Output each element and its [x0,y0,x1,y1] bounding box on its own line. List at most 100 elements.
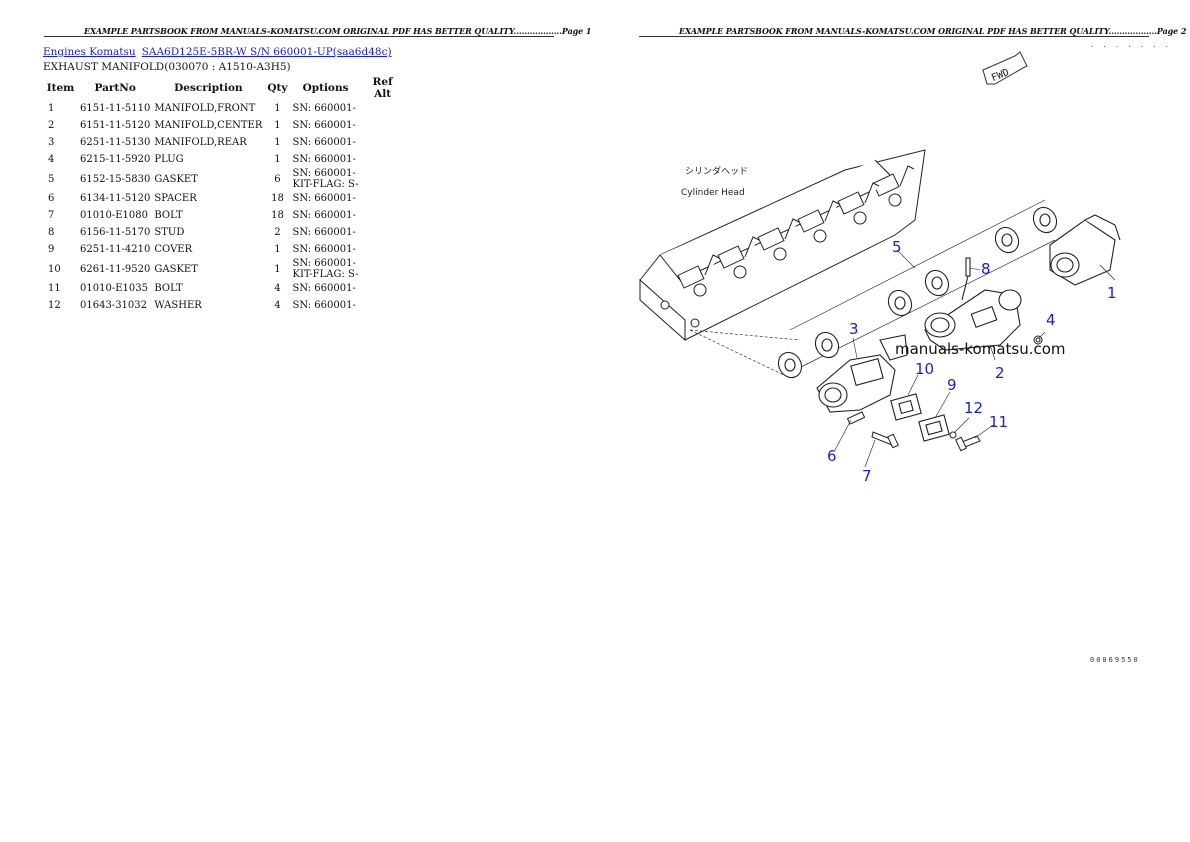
cell-partno: 01010-E1035 [80,283,148,294]
cell-qty: 4 [274,300,281,311]
cell-item: 4 [48,154,55,165]
table-header-row: Item PartNo Description Qty Options Ref … [43,76,405,100]
plug-drawing [1033,335,1043,345]
cell-partno: 6251-11-5130 [80,137,151,148]
cell-qty: 1 [274,244,281,255]
cell-item: 7 [48,210,55,221]
cell-description: GASKET [154,173,198,185]
cell-qty: 1 [274,120,281,131]
cell-qty: 1 [274,103,281,114]
cell-ref-alt [361,258,405,280]
option-sn: SN: 660001- [292,103,356,114]
cell-item: 12 [48,300,61,311]
callout-9: 9 [947,376,957,394]
cell-options: SN: 660001-KIT-FLAG: S- [291,168,361,190]
section-title: EXHAUST MANIFOLD(030070 : A1510-A3H5) [43,61,291,73]
cell-options: SN: 660001- [291,280,361,297]
cell-item: 11 [48,283,61,294]
cell-qty: 18 [271,210,284,221]
option-sn: SN: 660001- [292,210,356,221]
cell-options: SN: 660001- [291,100,361,117]
cell-partno: 6151-11-5120 [80,120,151,131]
cell-options: SN: 660001- [291,224,361,241]
option-sn: SN: 660001- [292,283,356,294]
cell-description: MANIFOLD,FRONT [154,103,256,114]
cell-qty: 2 [274,227,281,238]
cell-item: 6 [48,193,55,204]
cell-partno: 6134-11-5120 [80,193,151,204]
cell-partno: 6215-11-5920 [80,154,151,165]
cell-item: 9 [48,244,55,255]
cell-qty: 1 [274,154,281,165]
cell-description: STUD [154,227,185,238]
option-sn: SN: 660001- [292,244,356,255]
cell-partno: 6156-11-5170 [80,227,151,238]
breadcrumb: Engines Komatsu SAA6D125E-5BR-W S/N 66000… [43,46,392,58]
fwd-arrow-icon: FWD [982,51,1028,85]
callout-2: 2 [995,364,1005,382]
cell-description: BOLT [154,210,183,221]
callout-leaders [834,249,1116,468]
breadcrumb-link-model[interactable]: SAA6D125E-5BR-W S/N 660001-UP(saa6d48c) [141,46,392,58]
option-sn: SN: 660001- [292,227,356,238]
cell-partno: 6152-15-5830 [80,173,151,185]
cell-options: SN: 660001- [291,297,361,314]
cell-item: 1 [48,103,55,114]
callout-1: 1 [1107,284,1117,302]
cell-item: 10 [48,263,61,275]
cell-ref-alt [361,190,405,207]
col-header-item: Item [46,82,75,94]
gasket-drawings [777,206,1058,379]
cylinder-head-label-jp: シリンダヘッド [685,165,748,177]
page-2: EXAMPLE PARTSBOOK FROM MANUALS-KOMATSU.C… [595,0,1190,842]
cell-ref-alt [361,151,405,168]
drawing-number: 00069550 [1090,656,1140,664]
option-sn: SN: 660001- [292,168,356,179]
option-sn: SN: 660001- [292,137,356,148]
cell-options: SN: 660001-KIT-FLAG: S- [291,258,361,280]
cell-description: COVER [154,244,193,255]
manifold-rear-drawing [816,334,908,413]
cell-ref-alt [361,224,405,241]
callout-3: 3 [849,320,859,338]
cell-qty: 1 [274,137,281,148]
col-header-qty: Qty [267,82,288,94]
manifold-center-drawing [924,257,1022,351]
cylinder-head-drawing [639,149,926,342]
callout-12: 12 [964,399,983,417]
washer-bolt-drawing [949,431,981,452]
option-kit-flag: KIT-FLAG: S- [292,269,359,280]
callout-8: 8 [981,260,991,278]
cell-qty: 1 [274,263,281,275]
cell-qty: 18 [271,193,284,204]
cell-options: SN: 660001- [291,151,361,168]
gasket-cover-drawing [890,393,950,442]
cell-item: 2 [48,120,55,131]
cell-description: GASKET [154,263,198,275]
callout-7: 7 [862,467,872,485]
option-sn: SN: 660001- [292,300,356,311]
cell-description: WASHER [154,300,202,311]
callout-11: 11 [989,413,1008,431]
col-header-options: Options [302,82,349,94]
spacer-bolt-drawing [846,411,899,449]
cell-options: SN: 660001- [291,117,361,134]
breadcrumb-link-engines[interactable]: Engines Komatsu [43,46,136,58]
cell-options: SN: 660001- [291,207,361,224]
option-kit-flag: KIT-FLAG: S- [292,179,359,190]
cell-description: BOLT [154,283,183,294]
col-header-description: Description [174,82,243,94]
cell-item: 5 [48,173,55,185]
exploded-parts-diagram: . . . . . . . FWD シリンダヘッド Cylinder Head [639,41,1169,664]
page-header: EXAMPLE PARTSBOOK FROM MANUALS-KOMATSU.C… [679,26,1187,36]
